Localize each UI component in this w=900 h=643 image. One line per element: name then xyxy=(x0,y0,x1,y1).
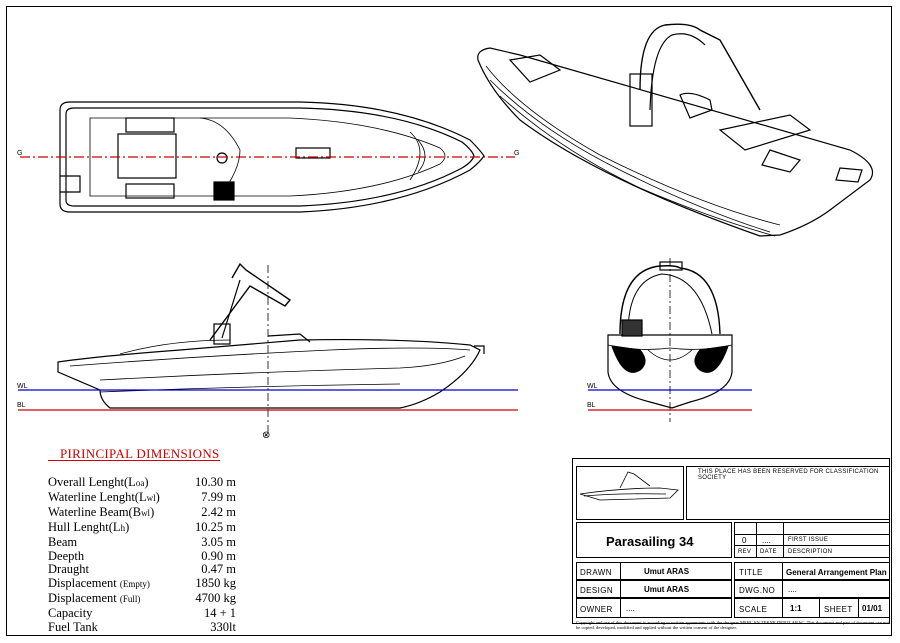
dimension-row: Fuel Tank 330lt xyxy=(48,620,236,635)
dimension-value: 0.47 m xyxy=(201,562,236,577)
dimension-value: 7.99 m xyxy=(201,489,236,504)
dimension-label: Deepth xyxy=(48,548,85,563)
dwg-label: DWG.NO xyxy=(739,586,776,595)
dwg-value: .... xyxy=(788,585,797,594)
dimension-label: Fuel Tank xyxy=(48,620,98,635)
side-profile-view xyxy=(57,262,485,409)
dimension-value: 0.90 m xyxy=(201,548,236,563)
rev-description: FIRST ISSUE xyxy=(788,537,829,543)
design-value: Umut ARAS xyxy=(644,585,690,594)
description-label: DESCRIPTION xyxy=(788,549,833,555)
dimension-row: Deepth 0.90 m xyxy=(48,548,236,564)
design-label: DESIGN xyxy=(580,586,614,595)
dimension-value: 1850 kg xyxy=(195,576,236,591)
owner-label: OWNER xyxy=(580,605,613,614)
owner-value: .... xyxy=(626,604,635,613)
g-label-right: G xyxy=(514,150,519,157)
rev-date: .... xyxy=(762,536,771,545)
front-view xyxy=(607,261,733,409)
dimension-value: 10.25 m xyxy=(195,519,236,534)
dimension-row: Waterline Beam(Bwl) 2.42 m xyxy=(48,504,236,521)
dimension-label: Beam xyxy=(48,534,78,549)
dimension-row: Waterline Lenght(Lwl) 7.99 m xyxy=(48,489,236,506)
dimension-value: 10.30 m xyxy=(195,475,236,489)
dimension-value: 4700 kg xyxy=(195,591,236,606)
logo-box xyxy=(576,466,684,520)
dimension-value: 14 + 1 xyxy=(203,606,236,621)
bl-label-front: BL xyxy=(587,402,596,409)
classification-note: THIS PLACE HAS BEEN RESERVED FOR CLASSIF… xyxy=(698,469,879,481)
sheet-label: SHEET xyxy=(824,605,853,614)
dimension-label: Displacement (Full) xyxy=(48,591,141,606)
dimension-value: 2.42 m xyxy=(201,504,236,519)
title-block-logo xyxy=(579,471,679,501)
project-name-box xyxy=(576,522,732,558)
scale-label: SCALE xyxy=(739,605,768,614)
isometric-view xyxy=(477,23,874,237)
dimensions-title: PIRINCIPAL DIMENSIONS xyxy=(60,446,220,461)
drawing-frame xyxy=(6,6,892,636)
date-label: DATE xyxy=(760,549,777,555)
top-plan-view xyxy=(59,101,485,213)
scale-value: 1:1 xyxy=(790,604,802,613)
dimension-value: 330lt xyxy=(210,620,236,635)
station-marker: ⊗ xyxy=(262,430,270,441)
dimension-label: Capacity xyxy=(48,606,93,621)
dimension-label: Waterline Lenght(Lwl) xyxy=(48,489,160,504)
dimensions-title-underline xyxy=(48,460,220,461)
dimension-label: Waterline Beam(Bwl) xyxy=(48,504,155,519)
drawn-value: Umut ARAS xyxy=(644,567,690,576)
dimension-label: Overall Lenght(Loa) xyxy=(48,475,149,489)
dimension-label: Draught xyxy=(48,562,89,577)
copyright-note: Copyright and use of this document is ac… xyxy=(576,620,889,631)
drawn-label: DRAWN xyxy=(580,568,612,577)
dimension-row: Displacement (Full) 4700 kg xyxy=(48,591,236,607)
wl-label-front: WL xyxy=(587,383,598,390)
project-name: Parasailing 34 xyxy=(606,534,694,549)
dimension-value: 3.05 m xyxy=(201,534,236,549)
rev-label: REV xyxy=(738,549,752,555)
g-label-left: G xyxy=(17,150,22,157)
rev-value: 0 xyxy=(742,536,747,545)
dimension-label: Displacement (Empty) xyxy=(48,576,150,591)
title-label: TITLE xyxy=(739,568,763,577)
classification-box xyxy=(686,466,890,520)
dimension-row: Capacity 14 + 1 xyxy=(48,606,236,621)
dimension-row: Beam 3.05 m xyxy=(48,534,236,550)
title-value: General Arrangement Plan xyxy=(786,568,887,577)
dimension-row: Draught 0.47 m xyxy=(48,562,236,577)
dimension-row: Overall Lenght(Loa) 10.30 m xyxy=(48,475,236,491)
dimension-row: Displacement (Empty) 1850 kg xyxy=(48,576,236,592)
sheet-value: 01/01 xyxy=(862,604,883,613)
dimension-row: Hull Lenght(Lh) 10.25 m xyxy=(48,519,236,536)
dimension-label: Hull Lenght(Lh) xyxy=(48,519,130,534)
wl-label-side: WL xyxy=(17,383,28,390)
bl-label-side: BL xyxy=(17,402,26,409)
